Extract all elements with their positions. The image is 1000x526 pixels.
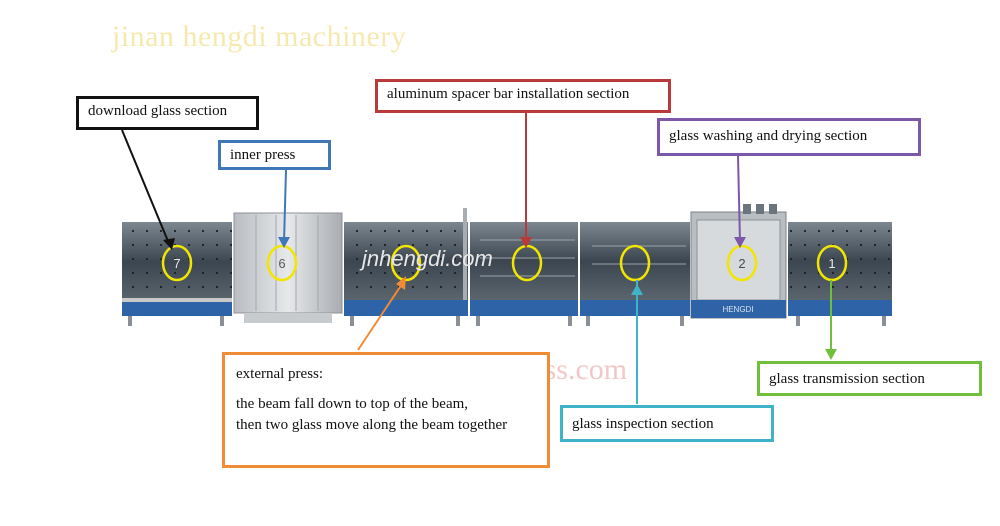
marker-number-7: 7 [173, 256, 180, 271]
marker-inner-press [266, 244, 298, 282]
site-watermark: jnhengdi.com [362, 246, 493, 271]
marker-external-press [390, 244, 422, 282]
washing-drying-unit: HENGDI [690, 204, 787, 319]
arrow-washing [737, 155, 741, 243]
label-glass-transmission-section: glass transmission section [757, 361, 982, 396]
marker-number-2: 2 [738, 256, 745, 271]
label-aluminum-spacer-bar-section: aluminum spacer bar installation section [375, 79, 671, 113]
label-glass-inspection-section: glass inspection section [560, 405, 774, 442]
external-press-line-2: then two glass move along the beam toget… [236, 417, 508, 433]
arrow-download [121, 129, 171, 247]
transmission-unit [788, 222, 892, 316]
callout-arrows [121, 113, 837, 404]
arrow-external-press [357, 280, 405, 351]
label-inner-press: inner press [218, 140, 331, 170]
label-download-glass-section: download glass section [76, 96, 259, 130]
external-press-title: external press: [236, 366, 324, 382]
machine-legs [128, 316, 886, 326]
company-watermark: jinan hengdi machinery [112, 20, 407, 53]
inspection-unit [580, 222, 690, 316]
brand-plate: HENGDI [722, 305, 753, 314]
download-glass-unit [122, 222, 232, 316]
label-glass-washing-drying-section: glass washing and drying section [657, 118, 921, 156]
marker-number-1: 1 [828, 256, 835, 271]
external-press-unit [344, 222, 468, 316]
marker-number-6: 6 [278, 256, 285, 271]
marker-inspection [619, 244, 651, 282]
aluminum-spacer-unit [463, 208, 578, 316]
external-press-line-1: the beam fall down to top of the beam, [236, 396, 469, 412]
marker-washing [726, 244, 758, 282]
marker-download [161, 244, 193, 282]
label-external-press: external press: the beam fall down to to… [222, 352, 550, 468]
inner-press-unit [233, 212, 343, 323]
arrow-inner-press [283, 169, 287, 243]
